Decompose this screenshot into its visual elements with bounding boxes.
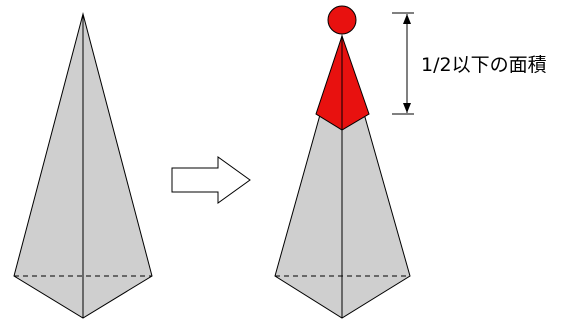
left-pyramid bbox=[13, 12, 153, 319]
arrow-up-icon bbox=[403, 14, 411, 24]
height-dimension-marker bbox=[392, 12, 414, 115]
right-pyramid bbox=[274, 5, 411, 319]
area-annotation: 1/2以下の面積 bbox=[421, 54, 547, 76]
top-ball bbox=[327, 5, 357, 35]
arrow-down-icon bbox=[403, 103, 411, 113]
right-arrow-icon bbox=[171, 156, 251, 204]
